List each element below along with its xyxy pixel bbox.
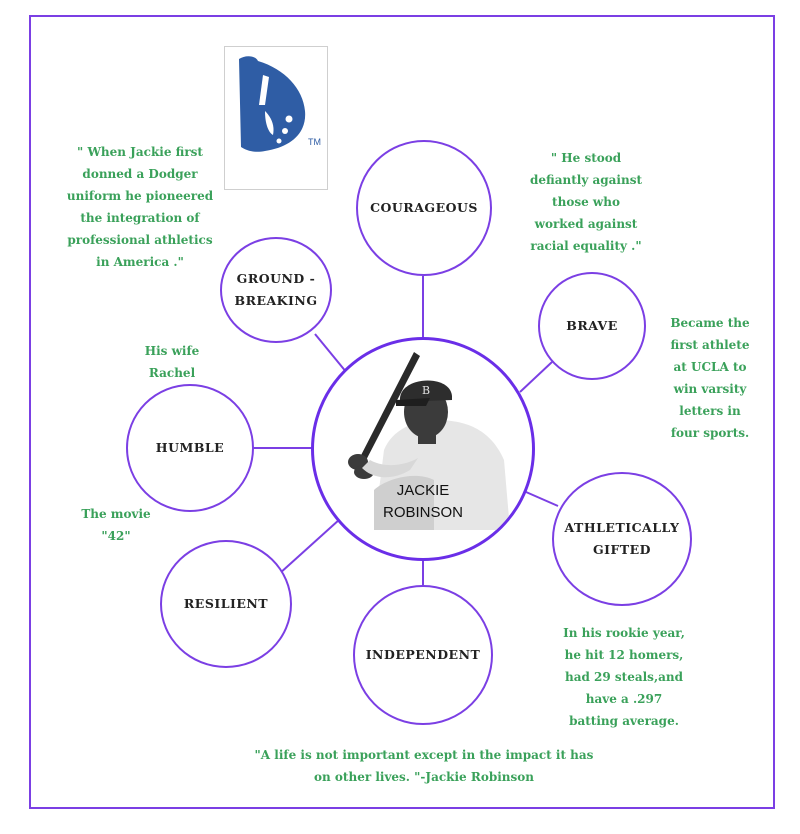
note-wife: His wife Rachel bbox=[144, 344, 200, 380]
connector-ground-breaking bbox=[314, 333, 348, 374]
trait-independent: INDEPENDENT bbox=[353, 585, 493, 725]
connector-brave bbox=[519, 361, 553, 393]
trait-label: HUMBLE bbox=[155, 440, 225, 455]
center-node: B JACKIE ROBINSON bbox=[311, 337, 535, 561]
note-defiance: " He stood defiantly against those who w… bbox=[529, 151, 643, 253]
trademark-label: TM bbox=[308, 137, 321, 147]
trait-ground-breaking: GROUND - BREAKING bbox=[220, 237, 332, 343]
note-movie: The movie "42" bbox=[81, 507, 151, 543]
note-quote: "A life is not important except in the i… bbox=[254, 748, 594, 784]
baseball-player-photo: B bbox=[348, 352, 510, 530]
note-integration: " When Jackie first donned a Dodger unif… bbox=[66, 145, 214, 269]
connector-resilient bbox=[278, 518, 341, 575]
trait-label: COURAGEOUS bbox=[370, 200, 478, 215]
svg-text:B: B bbox=[422, 384, 430, 397]
note-rookie: In his rookie year, he hit 12 homers, ha… bbox=[563, 626, 685, 728]
note-ucla: Became the first athlete at UCLA to win … bbox=[670, 316, 750, 440]
center-label: JACKIE ROBINSON bbox=[382, 482, 463, 521]
logo bbox=[224, 46, 328, 190]
brand-logo-icon bbox=[239, 56, 306, 152]
trait-athletically-gifted: ATHLETICALLY GIFTED bbox=[552, 472, 692, 606]
connector-athletically-gifted bbox=[525, 491, 559, 507]
trait-label: INDEPENDENT bbox=[365, 647, 481, 662]
trait-humble: HUMBLE bbox=[126, 384, 254, 512]
trait-courageous: COURAGEOUS bbox=[356, 140, 492, 276]
trait-label: GROUND - BREAKING bbox=[234, 271, 318, 308]
trait-label: ATHLETICALLY GIFTED bbox=[564, 520, 680, 557]
trait-brave: BRAVE bbox=[538, 272, 646, 380]
trait-resilient: RESILIENT bbox=[160, 540, 292, 668]
diagram-frame bbox=[29, 15, 775, 809]
trait-label: RESILIENT bbox=[183, 596, 269, 611]
trait-label: BRAVE bbox=[566, 318, 618, 333]
